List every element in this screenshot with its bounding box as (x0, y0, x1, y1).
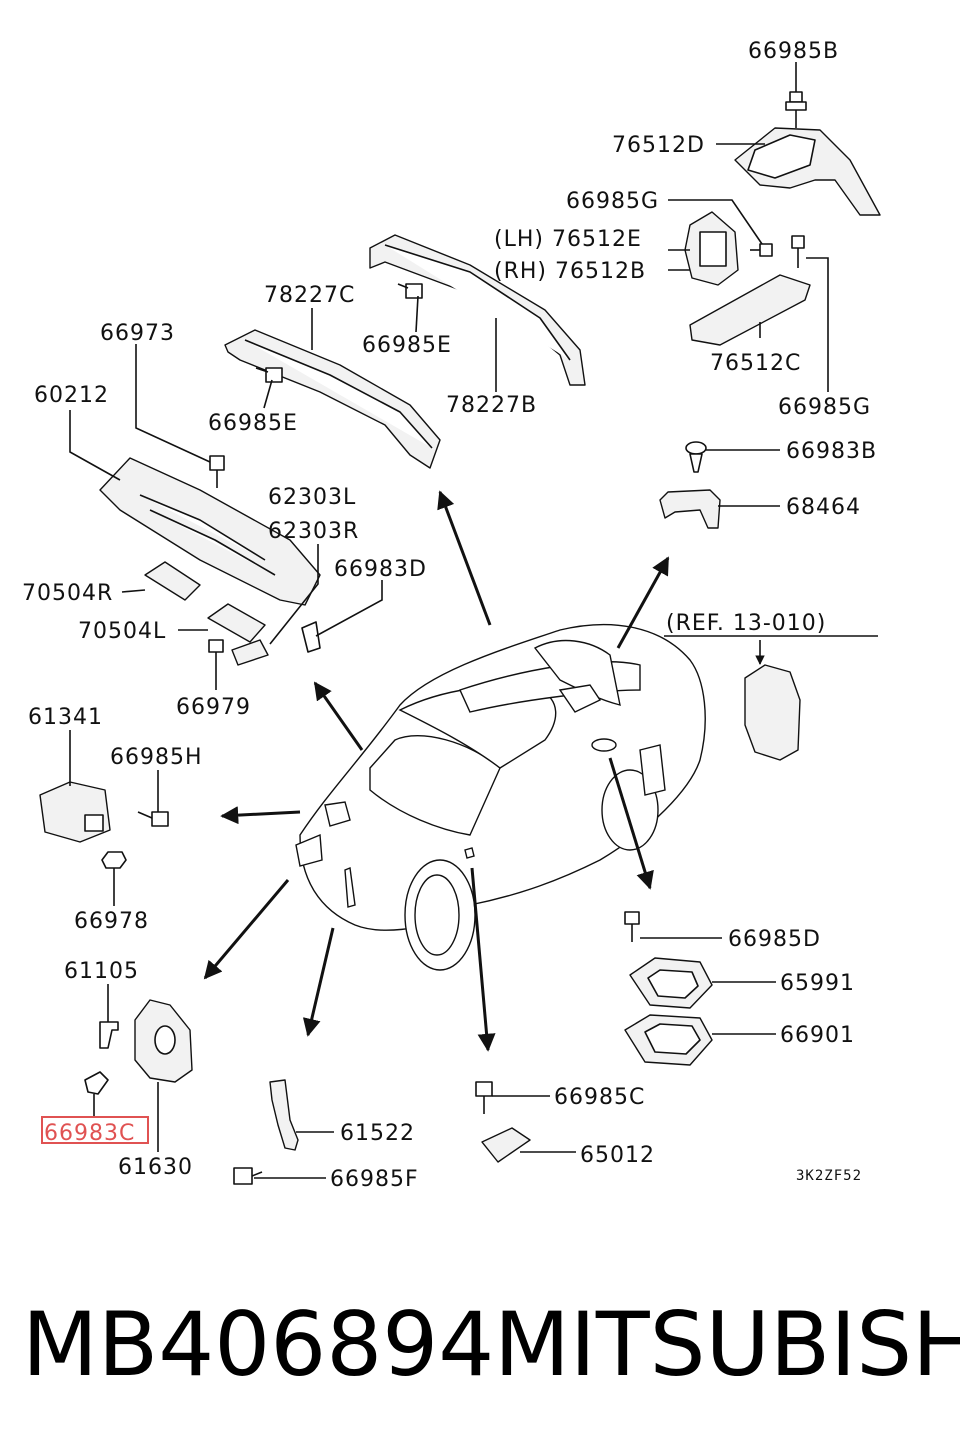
direction-arrows (203, 490, 670, 1052)
vehicle-body (295, 623, 706, 971)
clip-61105 (99, 1021, 119, 1049)
callout-68464: 68464 (786, 495, 861, 520)
leader-lines (69, 62, 878, 1179)
callout-66979: 66979 (176, 695, 251, 720)
callout-66985H: 66985H (110, 745, 203, 770)
callout-70504L: 70504L (78, 619, 166, 644)
callout-78227C: 78227C (264, 283, 355, 308)
module-61341 (39, 781, 111, 843)
callout-78227B: 78227B (446, 393, 537, 418)
bracket-76512D (734, 127, 881, 216)
callout-61341: 61341 (28, 705, 103, 730)
callout-76512B: (RH) 76512B (494, 259, 646, 284)
gasket-65991 (629, 957, 713, 1009)
bracket-61522 (269, 1079, 299, 1151)
diagram-code: 3K2ZF52 (796, 1168, 862, 1184)
callout-66985G-top: 66985G (566, 189, 659, 214)
bolt-66985G-top (750, 243, 773, 257)
callout-66983D: 66983D (334, 557, 427, 582)
callout-66985E-upper: 66985E (362, 333, 452, 358)
callout-66985C: 66985C (554, 1085, 645, 1110)
bracket-68464 (659, 489, 721, 529)
bolt-66979 (208, 639, 224, 668)
plate-65012 (481, 1127, 531, 1163)
callout-70504R: 70504R (22, 581, 113, 606)
reference-part (744, 664, 801, 761)
clip-70504L (207, 603, 266, 643)
callout-ref-13-010: (REF. 13-010) (666, 611, 826, 636)
callout-66985B: 66985B (748, 39, 839, 64)
latch-61630 (134, 999, 193, 1083)
callout-66973: 66973 (100, 321, 175, 346)
part-number: MB406894 (22, 1293, 495, 1396)
clip-66983B (685, 441, 707, 473)
clip-66983C (84, 1071, 109, 1095)
callout-66983B: 66983B (786, 439, 877, 464)
callout-61522: 61522 (340, 1121, 415, 1146)
cowl-panel-60212 (99, 457, 321, 606)
callout-66985G-bottom: 66985G (778, 395, 871, 420)
clip-70504R (144, 561, 201, 601)
bolt-66985D (624, 911, 640, 942)
callout-66985D: 66985D (728, 927, 821, 952)
callout-65991: 65991 (780, 971, 855, 996)
highlight-box (41, 1116, 149, 1144)
bolt-66985E-upper (397, 283, 423, 299)
bolt-66973 (209, 455, 225, 488)
brand-name: MITSUBISHI (494, 1293, 960, 1396)
callout-66985F: 66985F (330, 1167, 419, 1192)
bolt-66985F (233, 1167, 263, 1185)
callout-66901: 66901 (780, 1023, 855, 1048)
cover-66901 (624, 1014, 713, 1066)
beam-78227C (224, 329, 441, 469)
callout-66983C-highlighted[interactable]: 66983C (44, 1121, 135, 1146)
clip-66983D (301, 621, 321, 653)
callout-66978: 66978 (74, 909, 149, 934)
callout-62303R: 62303R (268, 519, 359, 544)
bracket-76512C (689, 274, 811, 346)
callout-66985E-lower: 66985E (208, 411, 298, 436)
bolt-66985E-lower (255, 367, 283, 383)
callout-65012: 65012 (580, 1143, 655, 1168)
beam-78227B (369, 234, 586, 386)
bolt-66985H (137, 811, 169, 827)
callout-62303L: 62303L (268, 485, 356, 510)
bracket-76512E-B (684, 211, 739, 286)
callout-76512D: 76512D (612, 133, 705, 158)
callout-76512E: (LH) 76512E (494, 227, 642, 252)
bolt-66985G-bottom (791, 235, 805, 268)
callout-61105: 61105 (64, 959, 139, 984)
bolt-66985B (785, 91, 807, 128)
bracket-62303 (231, 639, 269, 666)
bolt-66985C (475, 1081, 493, 1114)
callout-61630: 61630 (118, 1155, 193, 1180)
callout-60212: 60212 (34, 383, 109, 408)
nut-66978 (101, 851, 127, 869)
callout-76512C: 76512C (710, 351, 801, 376)
